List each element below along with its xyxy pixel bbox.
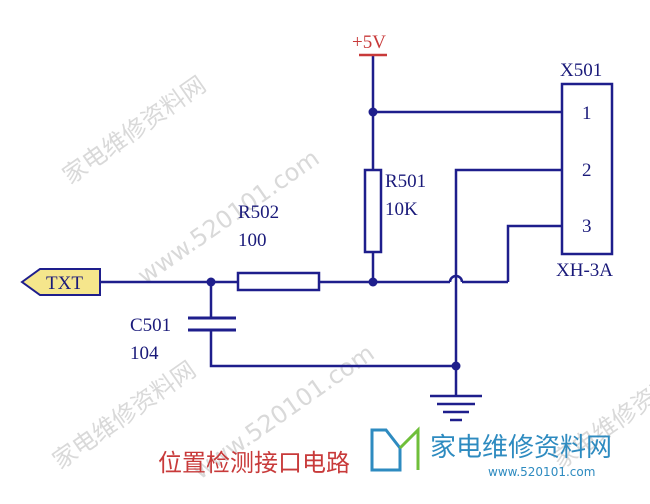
capacitor-c501 — [188, 316, 236, 332]
power-label: +5V — [352, 32, 386, 53]
connector-pin-2: 2 — [582, 160, 592, 181]
wires — [100, 55, 562, 422]
r502-value: 100 — [238, 230, 267, 251]
c501-ref: C501 — [130, 315, 171, 336]
watermark-logo: 家电维修资料网 www.520101.com — [370, 426, 612, 479]
junction-dot — [368, 277, 378, 287]
r501-ref: R501 — [385, 171, 426, 192]
connector-ref: X501 — [560, 60, 602, 81]
watermark-text: 家电维修资料网 — [57, 71, 211, 190]
connector-type: XH-3A — [556, 260, 613, 281]
r502-ref: R502 — [238, 202, 279, 223]
logo-url: www.520101.com — [488, 465, 595, 479]
port-label: TXT — [46, 273, 83, 294]
junctions — [206, 107, 461, 371]
r501-value: 10K — [385, 199, 418, 220]
connector-x501 — [560, 82, 614, 256]
diagram-caption: 位置检测接口电路 — [158, 449, 350, 477]
resistor-r502 — [236, 271, 321, 292]
port-txt — [20, 268, 101, 296]
junction-dot — [451, 361, 461, 371]
connector-pin-3: 3 — [582, 216, 592, 237]
connector-pin-1: 1 — [582, 103, 592, 124]
logo-text: 家电维修资料网 — [430, 433, 612, 463]
junction-dot — [368, 107, 378, 117]
junction-dot — [206, 277, 216, 287]
logo-mark-icon — [370, 428, 402, 472]
watermark-url: www.520101.com — [132, 144, 324, 290]
logo-leaf-icon — [398, 426, 420, 470]
c501-value: 104 — [130, 343, 159, 364]
resistor-r501 — [363, 168, 383, 254]
